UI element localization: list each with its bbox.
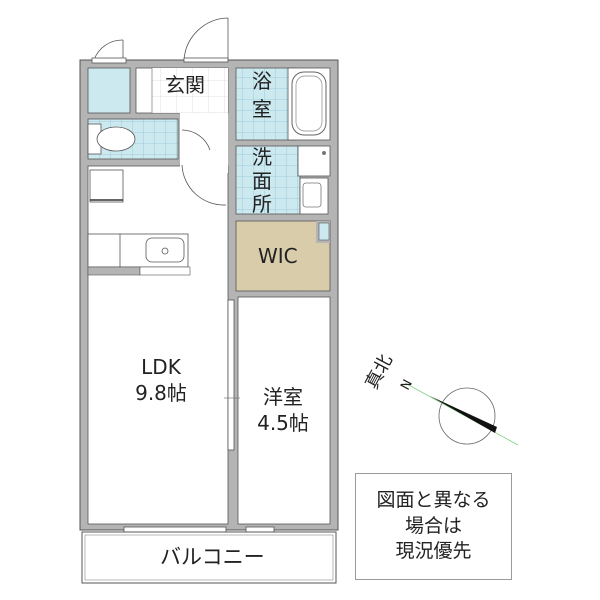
balcony (81, 531, 337, 584)
bath-floor (235, 67, 297, 141)
label-western-name: 洋室 (263, 385, 303, 409)
western-room-floor (237, 296, 331, 525)
bathtub (291, 71, 327, 136)
label-balcony: バルコニー (160, 545, 265, 569)
label-ldk-name: LDK (141, 355, 181, 379)
label-wic: WIC (258, 244, 298, 268)
compass (404, 382, 519, 446)
label-washroom-3: 所 (252, 192, 272, 216)
wic-floor (235, 220, 331, 292)
ldk-floor (87, 165, 229, 525)
note-line-3: 現況優先 (395, 540, 472, 563)
label-ldk-size: 9.8帖 (135, 381, 187, 405)
note-line-2: 場合は (404, 514, 462, 537)
label-washroom-2: 面 (252, 169, 272, 193)
label-bath-1: 浴 (252, 69, 272, 93)
label-western-size: 4.5帖 (257, 411, 309, 435)
label-genkan: 玄関 (165, 73, 205, 97)
compass-needle (430, 396, 497, 433)
kitchen-sink (145, 237, 185, 263)
label-washroom-1: 洗 (252, 145, 272, 169)
fridge (89, 169, 124, 203)
note-line-1: 図面と異なる (376, 489, 491, 512)
toilet-bowl (96, 126, 136, 152)
wash-basin (299, 177, 329, 215)
compass-circle (438, 387, 496, 445)
disclaimer-note: 図面と異なる 場合は 現況優先 (355, 473, 512, 580)
label-bath-2: 室 (252, 97, 272, 121)
washer-space (297, 145, 331, 177)
closet-floor (87, 67, 131, 114)
